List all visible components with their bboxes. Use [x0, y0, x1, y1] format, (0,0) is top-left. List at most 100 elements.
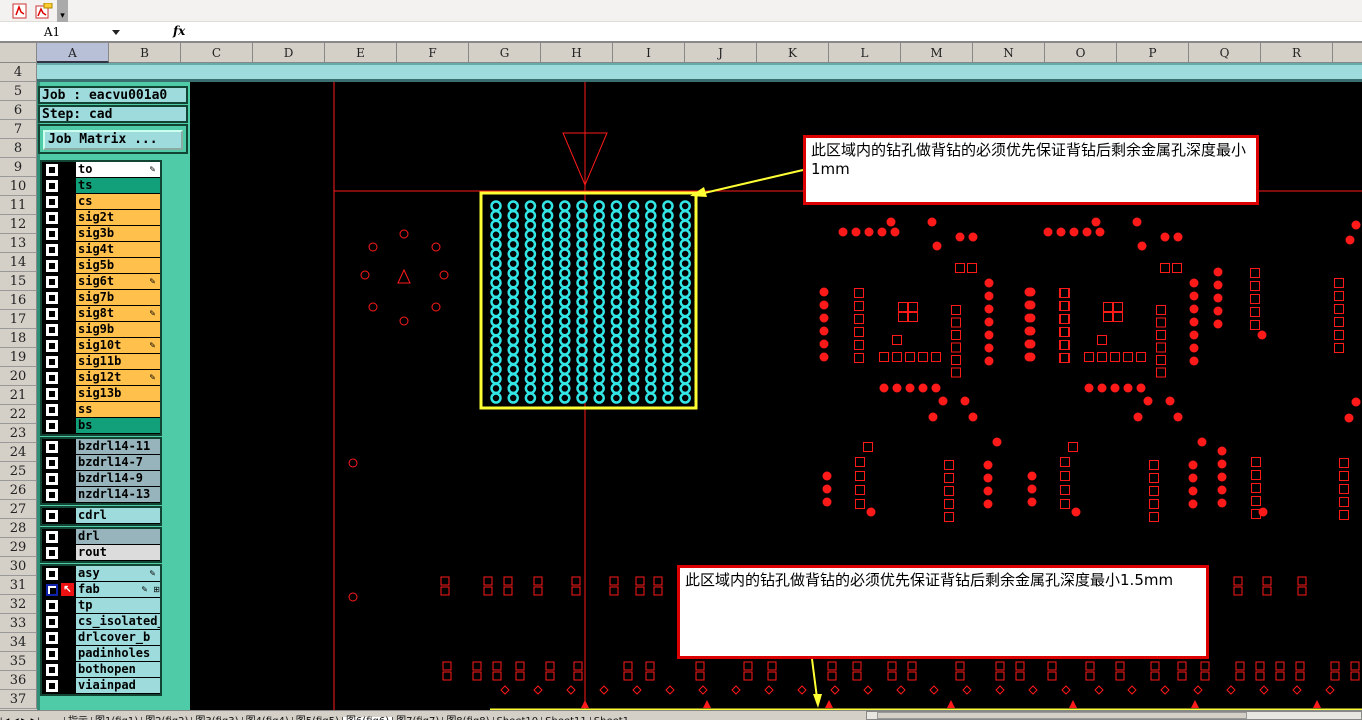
layer-name[interactable]: sig4t — [76, 242, 160, 257]
layer-row-sig11b[interactable]: sig11b — [42, 354, 160, 370]
layer-row-sig7b[interactable]: sig7b — [42, 290, 160, 306]
sheet-tab[interactable]: 图5(fig5) — [291, 717, 342, 720]
row-header-34[interactable]: 34 — [0, 633, 37, 652]
layer-checkbox[interactable] — [46, 276, 58, 288]
row-header-10[interactable]: 10 — [0, 177, 37, 196]
layer-row-sig6t[interactable]: sig6t✎ — [42, 274, 160, 290]
name-box-dropdown-icon[interactable] — [112, 30, 120, 39]
layer-checkbox[interactable] — [46, 356, 58, 368]
layer-checkbox[interactable] — [46, 164, 58, 176]
layer-row-bzdrl14-11[interactable]: bzdrl14-11 — [42, 439, 160, 455]
sheet-tab[interactable]: 图3(fig3) — [191, 717, 241, 720]
layer-name[interactable]: cdrl — [76, 508, 160, 523]
row-header-9[interactable]: 9 — [0, 158, 37, 177]
layer-checkbox[interactable] — [46, 260, 58, 272]
row-header-36[interactable]: 36 — [0, 671, 37, 690]
column-header-Q[interactable]: Q — [1189, 43, 1261, 63]
layer-row-bothopen[interactable]: bothopen — [42, 662, 160, 678]
column-header-A[interactable]: A — [37, 43, 109, 63]
layer-checkbox[interactable] — [46, 180, 58, 192]
layer-name[interactable]: bzdrl14-9 — [76, 471, 160, 486]
column-header-B[interactable]: B — [109, 43, 181, 63]
layer-name[interactable]: sig8t — [76, 306, 160, 321]
sheet-nav-arrows[interactable]: |◀ ◀ ▶ ▶| — [0, 716, 64, 720]
row-header-8[interactable]: 8 — [0, 139, 37, 158]
layer-name[interactable]: to — [76, 162, 160, 177]
layer-checkbox[interactable] — [46, 510, 58, 522]
layer-row-sig5b[interactable]: sig5b — [42, 258, 160, 274]
layer-row-sig4t[interactable]: sig4t — [42, 242, 160, 258]
layer-name[interactable]: nzdrl14-13 — [76, 487, 160, 502]
row-header-26[interactable]: 26 — [0, 481, 37, 500]
layer-row-sig3b[interactable]: sig3b — [42, 226, 160, 242]
row-header-4[interactable]: 4 — [0, 63, 37, 82]
layer-checkbox[interactable] — [46, 568, 58, 580]
layer-checkbox[interactable] — [46, 632, 58, 644]
layer-name[interactable]: sig13b — [76, 386, 160, 401]
layer-checkbox[interactable] — [46, 292, 58, 304]
layer-checkbox[interactable] — [46, 196, 58, 208]
layer-name[interactable]: viainpad — [76, 678, 160, 693]
layer-name[interactable]: rout — [76, 545, 160, 560]
row-header-28[interactable]: 28 — [0, 519, 37, 538]
column-header-R[interactable]: R — [1261, 43, 1333, 63]
layer-name[interactable]: fab — [76, 582, 160, 597]
layer-checkbox[interactable] — [46, 308, 58, 320]
sheet-tab[interactable]: 图1(fig1) — [91, 717, 141, 720]
layer-row-drlcover_b[interactable]: drlcover_b — [42, 630, 160, 646]
layer-name[interactable]: sig10t — [76, 338, 160, 353]
sheet-tab[interactable]: 图8(fig8) — [442, 717, 492, 720]
row-header-22[interactable]: 22 — [0, 405, 37, 424]
layer-name[interactable]: sig2t — [76, 210, 160, 225]
layer-checkbox[interactable] — [46, 228, 58, 240]
horizontal-scrollbar[interactable] — [866, 711, 1362, 720]
layer-row-bzdrl14-7[interactable]: bzdrl14-7 — [42, 455, 160, 471]
layer-name[interactable]: drl — [76, 529, 160, 544]
formula-input[interactable] — [190, 22, 1362, 41]
layer-name[interactable]: bzdrl14-11 — [76, 439, 160, 454]
row-header-15[interactable]: 15 — [0, 272, 37, 291]
layer-row-viainpad[interactable]: viainpad — [42, 678, 160, 694]
layer-name[interactable]: bs — [76, 418, 160, 433]
layer-checkbox[interactable] — [46, 648, 58, 660]
layer-name[interactable]: bothopen — [76, 662, 160, 677]
column-header-K[interactable]: K — [757, 43, 829, 63]
sheet-tab[interactable]: Sheet11 — [541, 717, 590, 720]
layer-row-ss[interactable]: ss — [42, 402, 160, 418]
row-header-19[interactable]: 19 — [0, 348, 37, 367]
row-header-6[interactable]: 6 — [0, 101, 37, 120]
layer-row-sig9b[interactable]: sig9b — [42, 322, 160, 338]
layer-row-cdrl[interactable]: cdrl — [42, 508, 160, 524]
row-header-37[interactable]: 37 — [0, 690, 37, 709]
row-header-23[interactable]: 23 — [0, 424, 37, 443]
layer-checkbox[interactable] — [46, 212, 58, 224]
row-header-12[interactable]: 12 — [0, 215, 37, 234]
layer-row-tp[interactable]: tp — [42, 598, 160, 614]
column-header-L[interactable]: L — [829, 43, 901, 63]
sheet-tab[interactable]: 图4(fig4) — [241, 717, 292, 720]
layer-checkbox[interactable] — [46, 420, 58, 432]
column-header-G[interactable]: G — [469, 43, 541, 63]
column-header-H[interactable]: H — [541, 43, 613, 63]
layer-name[interactable]: sig11b — [76, 354, 160, 369]
layer-checkbox[interactable] — [46, 441, 58, 453]
column-header-N[interactable]: N — [973, 43, 1045, 63]
layer-row-cs[interactable]: cs — [42, 194, 160, 210]
layer-checkbox[interactable] — [46, 600, 58, 612]
layer-name[interactable]: ts — [76, 178, 160, 193]
row-header-14[interactable]: 14 — [0, 253, 37, 272]
row-header-32[interactable]: 32 — [0, 595, 37, 614]
fx-icon[interactable]: fx — [173, 24, 186, 38]
layer-row-to[interactable]: to✎ — [42, 162, 160, 178]
row-header-29[interactable]: 29 — [0, 538, 37, 557]
row-header-16[interactable]: 16 — [0, 291, 37, 310]
layer-row-sig13b[interactable]: sig13b — [42, 386, 160, 402]
pdf-comment-icon[interactable] — [35, 2, 53, 19]
layer-checkbox[interactable] — [46, 244, 58, 256]
layer-checkbox[interactable] — [46, 680, 58, 692]
sheet-tab[interactable]: Sheet10 — [492, 717, 542, 720]
layer-row-sig10t[interactable]: sig10t✎ — [42, 338, 160, 354]
layer-name[interactable]: cs — [76, 194, 160, 209]
layer-name[interactable]: sig12t — [76, 370, 160, 385]
layer-name[interactable]: cs_isolated_ — [76, 614, 160, 629]
